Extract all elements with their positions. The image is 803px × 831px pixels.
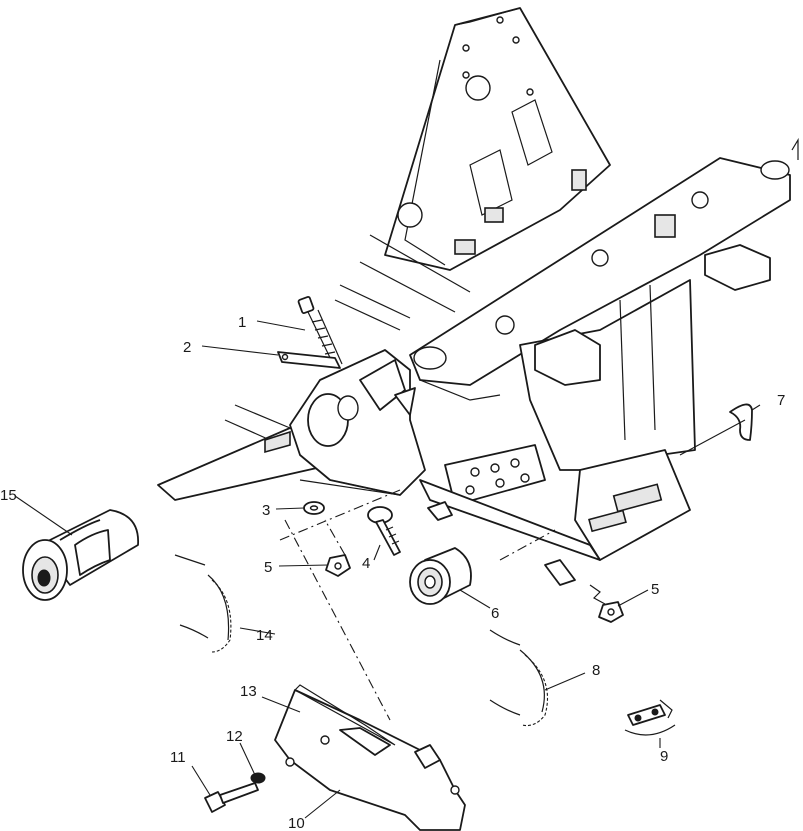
frame-lower-support xyxy=(519,244,771,561)
callout-8: 8 xyxy=(592,662,600,679)
part-10-chain-case xyxy=(274,684,466,831)
callout-4: 4 xyxy=(362,555,370,572)
callout-12: 12 xyxy=(226,728,243,745)
part-12-lock-washer xyxy=(250,772,266,784)
rear-extension-arm xyxy=(157,404,331,501)
part-2-flat-bar xyxy=(277,351,341,369)
part-6-sprocket-drum xyxy=(409,547,472,605)
part-14-drive-chain xyxy=(174,554,232,653)
callout-6: 6 xyxy=(491,605,499,622)
frame-side-rail xyxy=(409,137,799,401)
callout-13: 13 xyxy=(240,683,257,700)
callout-5-right: 5 xyxy=(651,581,659,598)
callout-1: 1 xyxy=(238,314,246,331)
callout-14: 14 xyxy=(256,627,273,644)
frame-upright-plate xyxy=(384,7,611,271)
part-8-drive-chain xyxy=(489,629,549,727)
callout-10: 10 xyxy=(288,815,305,831)
part-3-washer xyxy=(303,501,325,515)
callout-7: 7 xyxy=(777,392,785,409)
callout-3: 3 xyxy=(262,502,270,519)
callout-2: 2 xyxy=(183,339,191,356)
small-bracket-hardware xyxy=(427,501,606,605)
part-5-nut-left xyxy=(325,554,351,577)
part-15-drive-drum xyxy=(22,509,139,601)
leader-lines xyxy=(14,320,761,819)
perforated-cross-member xyxy=(419,444,601,561)
callout-5-left: 5 xyxy=(264,559,272,576)
part-11-bolt xyxy=(204,782,259,813)
callout-11: 11 xyxy=(170,749,186,766)
part-4-carriage-bolt xyxy=(367,506,401,556)
callout-15: 15 xyxy=(0,487,17,504)
callout-9: 9 xyxy=(660,748,668,765)
callout-labels: 1 2 3 4 5 5 6 7 8 9 10 11 12 13 14 15 xyxy=(0,314,785,831)
part-9-chain-link xyxy=(624,699,676,736)
part-5-nut-right xyxy=(598,601,624,623)
alignment-lines xyxy=(279,489,556,721)
frame-background-lines xyxy=(334,234,471,331)
center-bracket xyxy=(289,349,426,496)
